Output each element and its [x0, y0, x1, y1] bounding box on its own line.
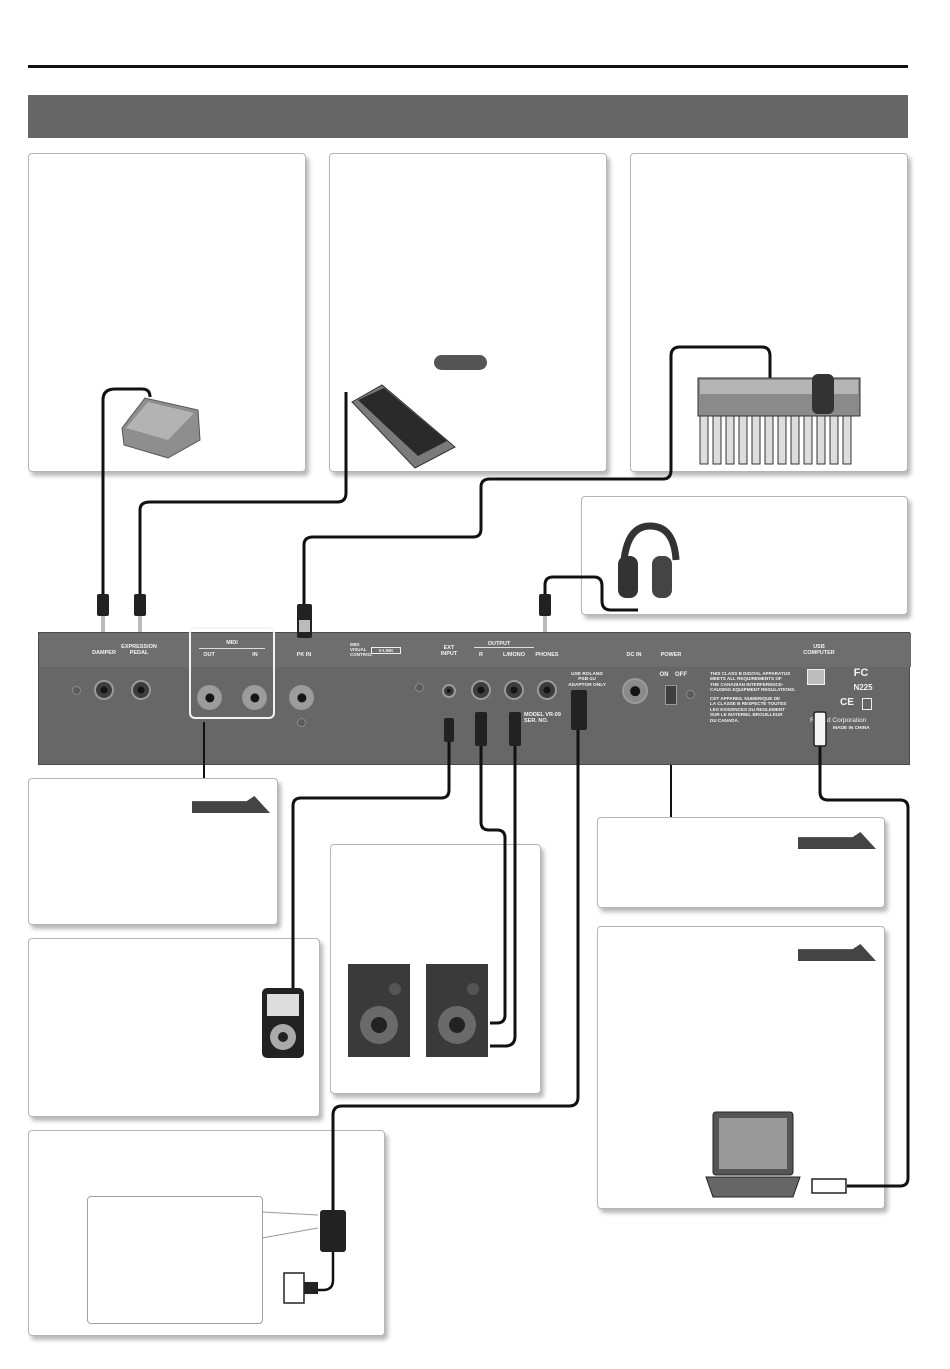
- laptop-icon: [705, 1111, 801, 1198]
- section-title-bar: [28, 95, 908, 138]
- midi-rule: [199, 648, 265, 649]
- pk-in-label: PK IN: [296, 652, 312, 658]
- damper-jack: [94, 680, 114, 700]
- rear-panel: DAMPER EXPRESSION PEDAL MIDI OUT IN PK I…: [38, 627, 911, 765]
- fcc-logo: FC: [853, 667, 869, 679]
- expression-pedal-jack: [131, 680, 151, 700]
- phones-label: PHONES: [535, 652, 559, 658]
- model-label: MODEL VR-09 SER. NO.: [524, 712, 561, 724]
- screw: [415, 683, 424, 692]
- monitor-speakers-icon: [348, 964, 488, 1057]
- expression-pedal-icon: [351, 384, 456, 469]
- weee-bin-icon: [862, 698, 872, 710]
- ce-mark: CE: [840, 697, 854, 708]
- output-label: OUTPUT: [487, 641, 511, 647]
- label-plate: [39, 633, 911, 667]
- output-r-jack: [471, 680, 491, 700]
- badge: [434, 355, 487, 370]
- usb-port: [807, 669, 825, 685]
- screw: [72, 686, 81, 695]
- adaptor-note-label: USE ROLAND PSB-1U ADAPTOR ONLY: [568, 672, 606, 688]
- pk-in-port: [289, 685, 314, 710]
- compliance-text-en: THIS CLASS B DIGITAL APPARATUS MEETS ALL…: [710, 671, 796, 693]
- headphones-icon: [618, 522, 680, 598]
- midi-in-port: [242, 685, 267, 710]
- screw: [686, 690, 695, 699]
- compliance-text-fr: CET APPAREIL NUMERIQUE DE LA CLASSE B RE…: [710, 696, 787, 723]
- usb-computer-label: USB COMPUTER: [803, 644, 835, 656]
- output-r-label: R: [479, 652, 483, 658]
- dc-in-jack: [622, 678, 648, 704]
- phones-jack: [537, 680, 557, 700]
- usb-plug-icon: [811, 1178, 847, 1194]
- power-switch-box: [597, 817, 885, 908]
- ext-input-label: EXT INPUT: [440, 645, 458, 657]
- screw: [297, 718, 306, 727]
- headphones-box: [581, 496, 908, 615]
- audio-player-icon: [262, 988, 304, 1058]
- expression-pedal-label: EXPRESSION PEDAL: [121, 644, 157, 656]
- midi-out-label: OUT: [203, 652, 215, 658]
- dc-in-label: DC IN: [626, 652, 642, 658]
- output-lmono-label: L/MONO: [503, 652, 525, 658]
- damper-label: DAMPER: [92, 650, 116, 656]
- ac-adaptor-icon: [283, 1210, 346, 1304]
- made-in-label: MADE IN CHINA: [833, 726, 870, 731]
- off-label: OFF: [675, 672, 687, 678]
- damper-pedal-icon: [121, 397, 201, 459]
- pedalboard-icon: [697, 374, 861, 465]
- power-switch: [665, 685, 677, 705]
- midi-frame: [189, 627, 275, 719]
- output-lmono-jack: [504, 680, 524, 700]
- v-link-logo: V-LINK: [371, 647, 401, 654]
- midi-in-label: IN: [252, 652, 258, 658]
- on-label: ON: [659, 672, 669, 678]
- midi-out-port: [197, 685, 222, 710]
- ac-adaptor-note-box: [87, 1196, 263, 1324]
- output-rule: [474, 647, 534, 648]
- ext-input-jack: [442, 684, 456, 698]
- n225-mark: N225: [853, 683, 873, 692]
- midi-label: MIDI: [226, 640, 238, 646]
- header-rule: [28, 65, 908, 68]
- power-label: POWER: [660, 652, 682, 658]
- visual-control-label: MIDI VISUAL CONTROL: [350, 642, 373, 657]
